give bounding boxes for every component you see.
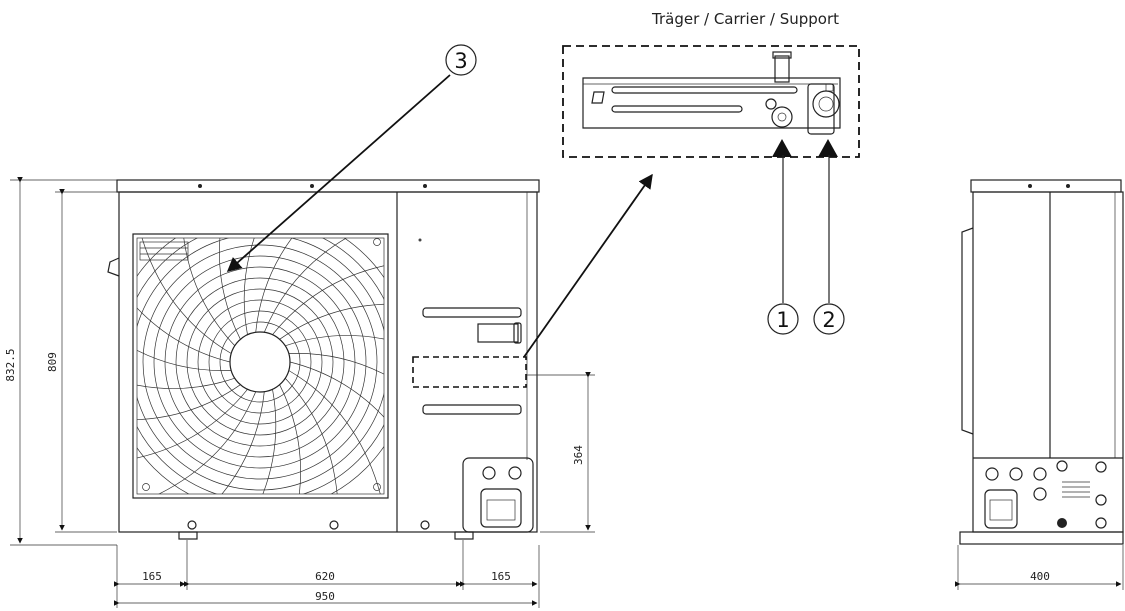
svg-text:1: 1 [776,308,789,332]
connection-area-detail [412,356,527,388]
dimension-total-width: 950 [315,590,335,603]
callout-1: 1 [767,303,799,335]
front-cabinet [118,191,538,533]
dimension-depth: 400 [1030,570,1050,583]
fan-hub [229,331,291,393]
fan-grille [132,233,389,499]
front-view [107,179,540,540]
svg-text:3: 3 [454,49,467,73]
carrier-label: Träger / Carrier / Support [651,10,839,28]
dimension-total-height: 832.5 [4,348,17,381]
side-dimensions: 400 [954,545,1124,590]
callout-3-leader [226,74,451,272]
front-dimensions: 832.5 809 364 165 620 165 950 [4,176,595,608]
side-cabinet [972,191,1124,533]
callout-3: 3 [445,44,477,76]
dimension-fitting-height: 364 [572,445,585,465]
carrier-detail: Träger / Carrier / Support [562,10,860,158]
carrier-detail-frame [562,45,860,158]
dimension-mount-spacing: 620 [315,570,335,583]
side-view [959,179,1124,545]
dimension-body-height: 809 [46,352,59,372]
detail-arrow [523,173,653,358]
dimension-left-offset: 165 [142,570,162,583]
svg-text:2: 2 [822,308,835,332]
dimension-right-offset: 165 [491,570,511,583]
callout-2: 2 [813,303,845,335]
